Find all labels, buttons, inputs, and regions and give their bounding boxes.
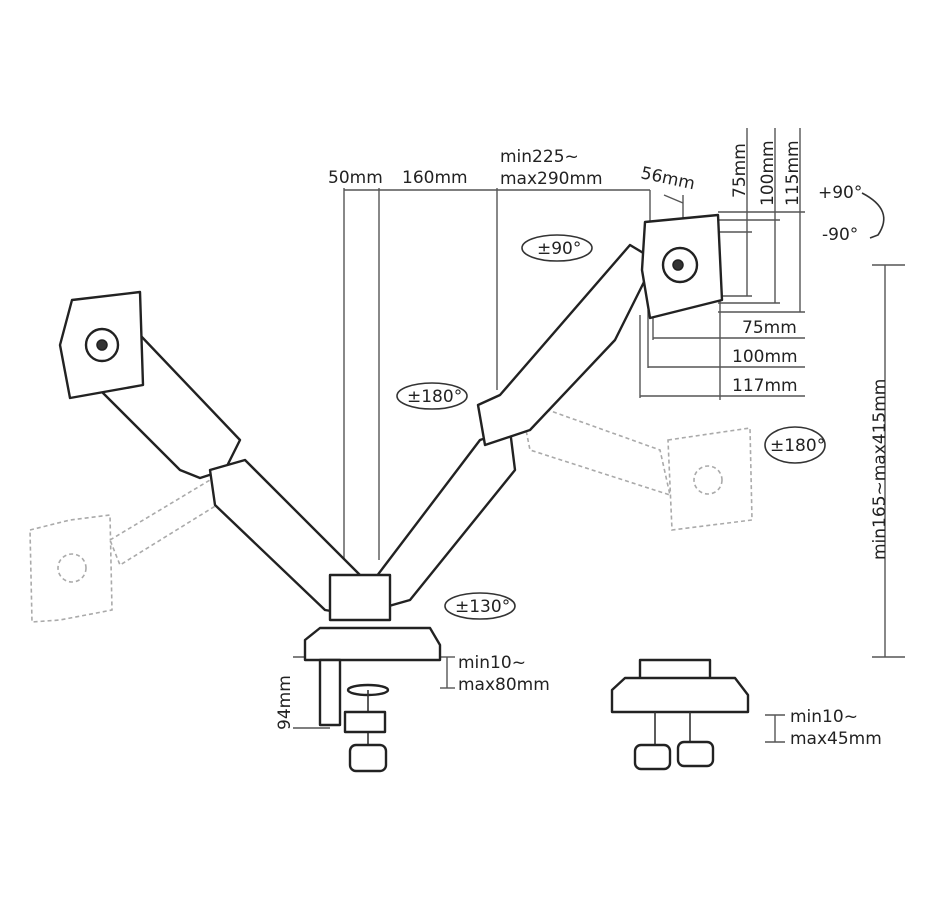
ghost-right-arm — [518, 398, 672, 497]
label-grommet-max: max45mm — [790, 729, 882, 749]
label-160mm: 160mm — [402, 168, 468, 188]
label-tilt-plus: +90° — [818, 183, 862, 203]
label-clamp-min: min10~ — [458, 653, 526, 673]
grommet-base — [610, 658, 750, 771]
pole-hub — [328, 573, 392, 622]
right-arm — [368, 213, 724, 612]
label-clamp-max: max80mm — [458, 675, 550, 695]
ghost-left-plate-hub — [57, 553, 87, 583]
clamp-body — [318, 658, 342, 727]
base-plate — [303, 626, 442, 662]
label-tilt-minus: -90° — [822, 225, 858, 245]
base-rotation-icon — [444, 592, 516, 620]
elbow-rotation-icon — [396, 382, 468, 410]
label-rotate-monitor: ±180° — [770, 436, 825, 456]
label-reach-min: min225~ — [500, 147, 579, 167]
grommet-knob-right — [676, 740, 715, 768]
label-rotate-base: ±130° — [455, 597, 510, 617]
grommet-plate — [610, 676, 750, 714]
right-lower-arm — [368, 428, 517, 612]
label-grommet-min: min10~ — [790, 707, 858, 727]
tilt-arrow-icon — [861, 192, 885, 239]
ghost-right-plate-hub — [693, 465, 723, 495]
clamp-knob — [348, 743, 388, 773]
label-swivel-head: ±90° — [537, 239, 581, 259]
right-upper-arm — [476, 243, 657, 447]
rotation-markers — [396, 192, 885, 620]
swivel-head-rotation-icon — [521, 234, 593, 262]
label-rotate-elbow: ±180° — [407, 387, 462, 407]
label-v75: 75mm — [730, 143, 750, 198]
label-h117: 117mm — [732, 376, 798, 396]
label-h100: 100mm — [732, 347, 798, 367]
ghost-positions — [29, 398, 753, 623]
left-plate-screw — [96, 339, 108, 351]
left-arm — [58, 290, 367, 617]
grommet-knob-left — [633, 743, 672, 771]
label-50mm: 50mm — [328, 168, 383, 188]
label-height-range: min165~max415mm — [870, 379, 890, 560]
clamp-base — [303, 573, 442, 773]
label-v115: 115mm — [783, 140, 803, 206]
clamp-bracket — [343, 710, 387, 734]
ghost-left-arm — [109, 478, 227, 567]
labels: 50mm 160mm min225~ max290mm 56mm 75mm 10… — [275, 140, 890, 749]
monitor-rotation-icon — [764, 426, 826, 464]
label-v100: 100mm — [758, 140, 778, 206]
label-clamp-height: 94mm — [275, 675, 295, 730]
label-reach-max: max290mm — [500, 169, 603, 189]
label-h75: 75mm — [742, 318, 797, 338]
dimension-lines — [293, 128, 905, 743]
right-plate-screw — [672, 259, 684, 271]
